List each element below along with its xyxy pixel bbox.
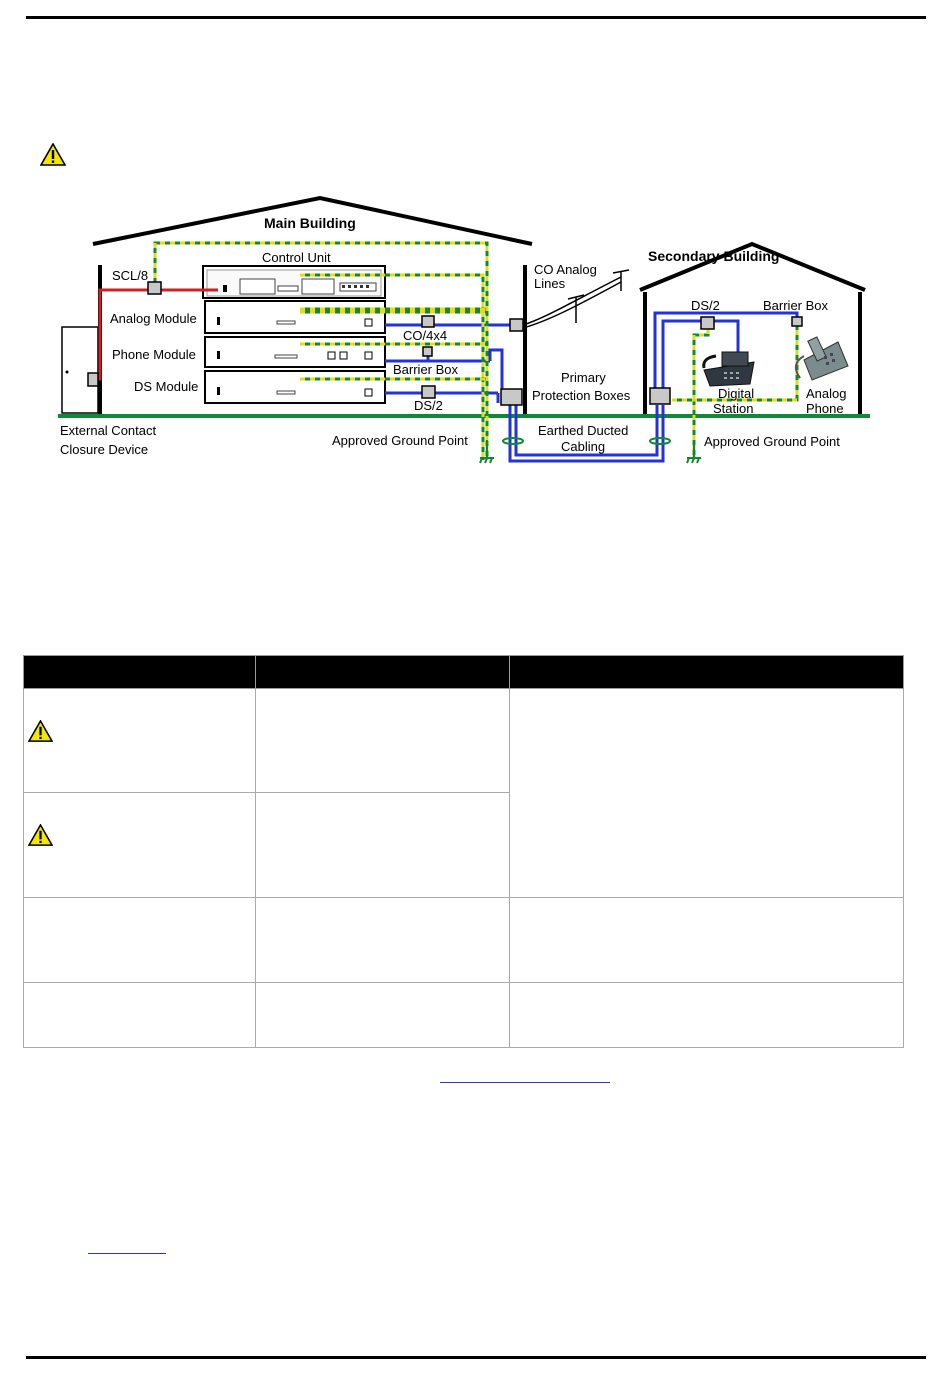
- label-barrier-box-main: Barrier Box: [393, 362, 459, 377]
- warning-icon: [28, 720, 53, 742]
- label-digital-station-2: Station: [713, 401, 753, 416]
- label-co4x4: CO/4x4: [403, 328, 447, 343]
- telephone-pole: [522, 269, 630, 329]
- table-cell: [509, 688, 904, 898]
- phone-module-rack: [204, 336, 386, 368]
- ground-points: [479, 437, 701, 464]
- label-analog-phone-1: Analog: [806, 386, 846, 401]
- label-primary-2: Protection Boxes: [532, 388, 631, 403]
- bottom-rule: [26, 1356, 926, 1359]
- table-cell: [509, 982, 904, 1048]
- table-header-cell: [255, 655, 510, 689]
- analog-phone-icon: [794, 336, 849, 381]
- junction-boxes: [87, 281, 803, 406]
- table-cell: [255, 792, 510, 898]
- table-header-cell: [509, 655, 904, 689]
- label-scl8: SCL/8: [112, 268, 148, 283]
- label-earthed-1: Earthed Ducted: [538, 423, 628, 438]
- cabling-diagram: Main Building Secondary Building Control…: [58, 195, 870, 464]
- table-cell: [509, 897, 904, 983]
- table-cell: [23, 688, 256, 793]
- table-row: [23, 792, 904, 898]
- digital-station-icon: [702, 351, 755, 387]
- warning-icon: [40, 143, 66, 166]
- label-ds-module: DS Module: [134, 379, 198, 394]
- label-approved-ground-left: Approved Ground Point: [332, 433, 468, 448]
- label-external-contact-2: Closure Device: [60, 442, 148, 457]
- label-analog-module: Analog Module: [110, 311, 197, 326]
- table-header-cell: [23, 655, 256, 689]
- table-row: [23, 897, 904, 983]
- link-underline[interactable]: [440, 1082, 610, 1083]
- control-unit-rack: [202, 265, 386, 299]
- table-cell: [255, 982, 510, 1048]
- main-earth-cables: [153, 241, 489, 460]
- top-rule: [26, 16, 926, 19]
- external-contact-device: [61, 326, 99, 414]
- label-phone-module: Phone Module: [112, 347, 196, 362]
- label-ds2-main: DS/2: [414, 398, 443, 413]
- analog-module-rack: [204, 300, 386, 334]
- table-cell: [255, 688, 510, 793]
- label-digital-station-1: Digital: [718, 386, 754, 401]
- ds-module-rack: [204, 370, 386, 404]
- label-main-building: Main Building: [264, 215, 356, 231]
- label-secondary-building: Secondary Building: [648, 248, 779, 264]
- info-table: [23, 655, 904, 1048]
- label-approved-ground-right: Approved Ground Point: [704, 434, 840, 449]
- label-external-contact-1: External Contact: [60, 423, 156, 438]
- secondary-building-outline: [639, 241, 866, 415]
- label-primary-1: Primary: [561, 370, 606, 385]
- label-analog-phone-2: Phone: [806, 401, 844, 416]
- table-row: [23, 982, 904, 1048]
- main-blue-cables: [385, 322, 665, 463]
- table-row: [23, 688, 904, 898]
- label-control-unit: Control Unit: [262, 250, 331, 265]
- label-co-analog-1: CO Analog: [534, 262, 597, 277]
- link-underline[interactable]: [88, 1253, 166, 1254]
- table-cell: [23, 982, 256, 1048]
- label-co-analog-2: Lines: [534, 276, 566, 291]
- table-header-row: [23, 655, 904, 689]
- table-cell: [255, 897, 510, 983]
- label-earthed-2: Cabling: [561, 439, 605, 454]
- label-ds2-secondary: DS/2: [691, 298, 720, 313]
- table-cell: [23, 792, 256, 898]
- label-barrier-box-secondary: Barrier Box: [763, 298, 829, 313]
- scl8-cable: [93, 288, 218, 381]
- warning-icon: [28, 824, 53, 846]
- table-cell: [23, 897, 256, 983]
